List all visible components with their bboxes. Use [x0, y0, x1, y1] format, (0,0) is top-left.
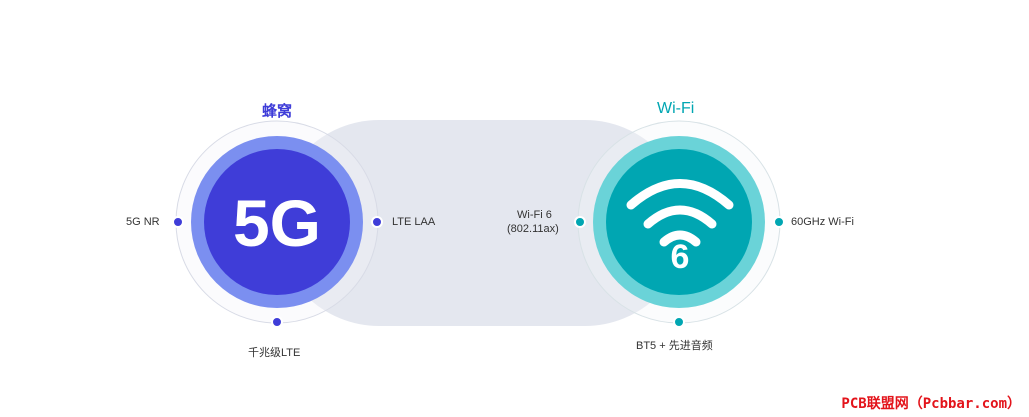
label-wifi6: Wi-Fi 6 [517, 209, 552, 221]
dot-lte-laa [371, 216, 383, 228]
wifi-signal-icon [626, 179, 734, 247]
dot-60ghz [773, 216, 785, 228]
cellular-title: 蜂窝 [262, 103, 293, 120]
label-lte-laa: LTE LAA [392, 216, 436, 228]
cellular-core [204, 149, 350, 295]
wifi-title: Wi-Fi [657, 100, 695, 117]
cellular-badge: 5G [233, 186, 321, 260]
cellular-dots [172, 216, 383, 328]
wifi-dots [574, 216, 785, 328]
wifi-badge: 6 [671, 238, 690, 276]
dot-5g-nr [172, 216, 184, 228]
bridge-capsule [276, 120, 688, 326]
watermark: PCB联盟网（Pcbbar.com） [841, 396, 1021, 412]
dot-bt5 [673, 316, 685, 328]
label-60ghz: 60GHz Wi-Fi [791, 216, 854, 228]
wifi-core [606, 149, 752, 295]
label-wifi6-standard: (802.11ax) [507, 223, 559, 235]
dot-gigabit-lte [271, 316, 283, 328]
label-5g-nr: 5G NR [126, 216, 160, 228]
label-gigabit-lte: 千兆级LTE [248, 347, 301, 359]
label-bt5: BT5 + 先进音频 [636, 340, 713, 352]
dot-wifi6 [574, 216, 586, 228]
